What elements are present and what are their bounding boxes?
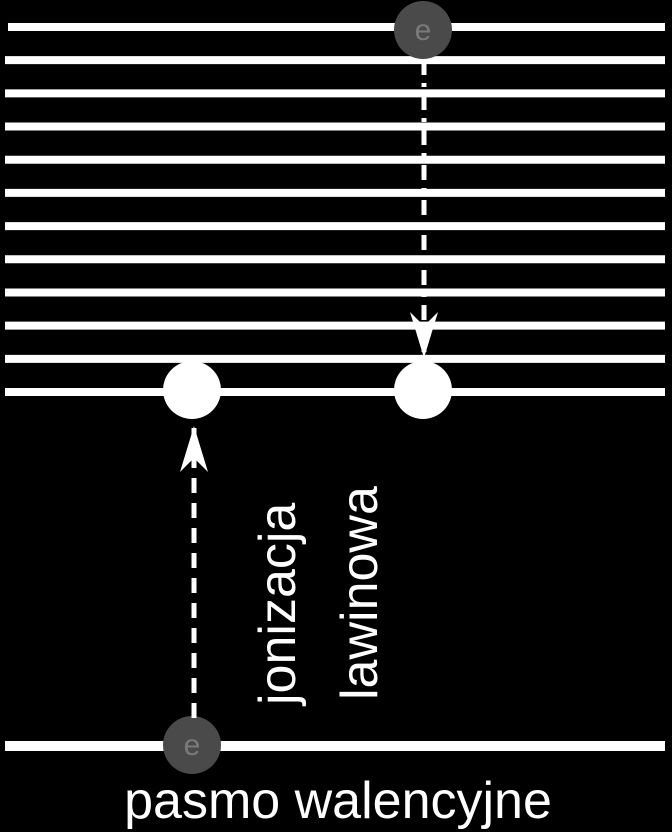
electron-excited-right [394, 361, 452, 419]
arrowhead-down-icon [410, 312, 438, 358]
electron-excitation-left: e [163, 361, 221, 774]
electron-symbol-top: e [415, 14, 432, 47]
process-label-line2: lawinowa [331, 486, 389, 700]
electron-relaxation-right: e [394, 1, 452, 419]
valence-band-label: pasmo walencyjne [124, 772, 552, 830]
electron-symbol-valence: e [184, 729, 201, 762]
arrowhead-up-icon [180, 426, 208, 472]
electron-faded-valence [163, 716, 221, 774]
conduction-band-levels [5, 23, 665, 396]
electron-faded-top [394, 1, 452, 59]
electron-excited-left [163, 361, 221, 419]
process-label-line1: jonizacja [249, 503, 307, 707]
